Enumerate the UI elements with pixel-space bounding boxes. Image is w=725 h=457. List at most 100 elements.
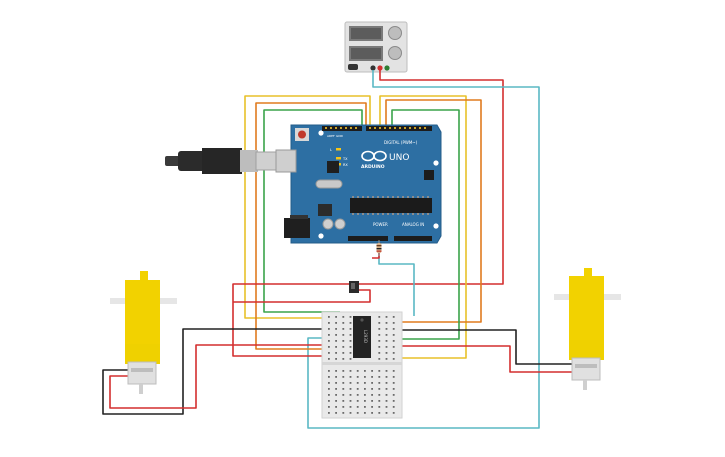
breadboard-hole xyxy=(371,412,373,414)
breadboard-hole xyxy=(356,388,359,390)
breadboard-hole xyxy=(378,322,381,324)
wire-yellow-left[interactable] xyxy=(244,95,371,319)
tx-label: TX xyxy=(342,157,348,161)
breadboard-hole xyxy=(371,400,373,402)
breadboard-hole xyxy=(335,394,337,396)
breadboard-hole xyxy=(364,382,366,384)
wire-right-motor-black[interactable] xyxy=(386,329,573,365)
resistor[interactable] xyxy=(376,240,382,256)
breadboard-hole xyxy=(392,340,395,342)
breadboard-hole xyxy=(385,412,388,414)
breadboard-hole xyxy=(328,346,330,348)
analog-label: ANALOG IN xyxy=(402,222,424,227)
breadboard-hole xyxy=(385,334,388,336)
breadboard-hole xyxy=(378,328,381,330)
breadboard-hole xyxy=(335,358,337,360)
breadboard-hole xyxy=(342,358,345,360)
breadboard-hole xyxy=(356,370,359,372)
wire-green-right[interactable] xyxy=(386,109,460,340)
power-switch-icon[interactable] xyxy=(348,64,358,70)
breadboard-hole xyxy=(335,316,337,318)
breadboard-hole xyxy=(385,322,388,324)
slide-switch-icon[interactable] xyxy=(349,281,359,293)
wire-left-motor-black[interactable] xyxy=(102,328,340,415)
breadboard-hole xyxy=(392,328,395,330)
board-model: UNO xyxy=(389,153,409,163)
breadboard-hole xyxy=(335,412,337,414)
left-motor-can xyxy=(127,361,157,385)
breadboard-hole xyxy=(371,382,373,384)
voltage-knob-icon[interactable] xyxy=(388,26,402,40)
atmega-chip xyxy=(350,196,432,215)
breadboard-hole xyxy=(378,346,381,348)
breadboard-hole xyxy=(385,370,388,372)
header-power xyxy=(348,236,388,241)
wire-left-motor-red[interactable] xyxy=(109,344,340,409)
breadboard-hole xyxy=(342,328,345,330)
breadboard-hole xyxy=(349,388,352,390)
breadboard-hole xyxy=(356,376,359,378)
wire-green-left[interactable] xyxy=(263,109,363,313)
breadboard-hole xyxy=(371,376,373,378)
wire-switch-red[interactable] xyxy=(232,283,358,357)
wire-orange-right[interactable] xyxy=(385,99,482,323)
aref-label: AREF xyxy=(327,134,335,138)
motor-driver-chip[interactable]: L293D xyxy=(353,316,371,358)
breadboard-hole xyxy=(378,352,381,354)
breadboard-hole xyxy=(349,340,352,342)
breadboard-hole xyxy=(342,370,345,372)
breadboard-hole xyxy=(392,322,395,324)
current-knob-icon[interactable] xyxy=(388,46,402,60)
breadboard-hole xyxy=(349,328,352,330)
arduino-uno-board[interactable]: AREF GND DIGITAL (PWM~) POWER ANALOG IN … xyxy=(165,124,442,244)
wire-yellow-right[interactable] xyxy=(379,95,467,359)
power-supply[interactable] xyxy=(344,21,408,73)
breadboard-hole xyxy=(356,394,359,396)
breadboard-hole xyxy=(328,322,330,324)
breadboard-hole xyxy=(328,376,330,378)
breadboard-hole xyxy=(342,382,345,384)
terminal-red[interactable] xyxy=(377,65,383,71)
breadboard-hole xyxy=(342,322,345,324)
terminal-black[interactable] xyxy=(370,65,376,71)
wire-switch-red-2[interactable] xyxy=(233,289,371,303)
breadboard-hole xyxy=(335,388,337,390)
breadboard-hole xyxy=(378,400,381,402)
breadboard-hole xyxy=(328,388,330,390)
arduino-logo-icon xyxy=(361,150,387,162)
wire-psu-negative[interactable] xyxy=(307,70,540,429)
breadboard-hole xyxy=(349,394,352,396)
breadboard-hole xyxy=(392,388,395,390)
breadboard-hole xyxy=(342,340,345,342)
icsp-header xyxy=(424,170,434,180)
breadboard-hole xyxy=(356,406,359,408)
breadboard-hole xyxy=(335,334,337,336)
breadboard-hole xyxy=(349,316,352,318)
breadboard-hole xyxy=(349,382,352,384)
terminal-green[interactable] xyxy=(384,65,390,71)
left-motor-shaft xyxy=(110,298,125,304)
reset-button-icon[interactable] xyxy=(295,128,309,141)
wires xyxy=(102,70,573,429)
wire-orange-left[interactable] xyxy=(255,102,367,350)
breadboard-hole xyxy=(349,412,352,414)
breadboard-hole xyxy=(385,340,388,342)
breadboard-hole xyxy=(349,376,352,378)
breadboard-hole xyxy=(335,382,337,384)
usb-chip xyxy=(327,161,339,173)
breadboard-hole xyxy=(356,382,359,384)
left-dc-motor[interactable] xyxy=(110,271,177,394)
breadboard-hole xyxy=(378,394,381,396)
wire-psu-positive[interactable] xyxy=(358,70,504,285)
right-dc-motor[interactable] xyxy=(554,268,621,390)
breadboard-hole xyxy=(364,370,366,372)
wire-resistor[interactable] xyxy=(378,246,415,316)
wire-right-motor-red[interactable] xyxy=(386,345,573,373)
breadboard-hole xyxy=(335,406,337,408)
breadboard-hole xyxy=(335,322,337,324)
breadboard-hole xyxy=(349,406,352,408)
breadboard-hole xyxy=(335,376,337,378)
breadboard-hole xyxy=(328,406,330,408)
